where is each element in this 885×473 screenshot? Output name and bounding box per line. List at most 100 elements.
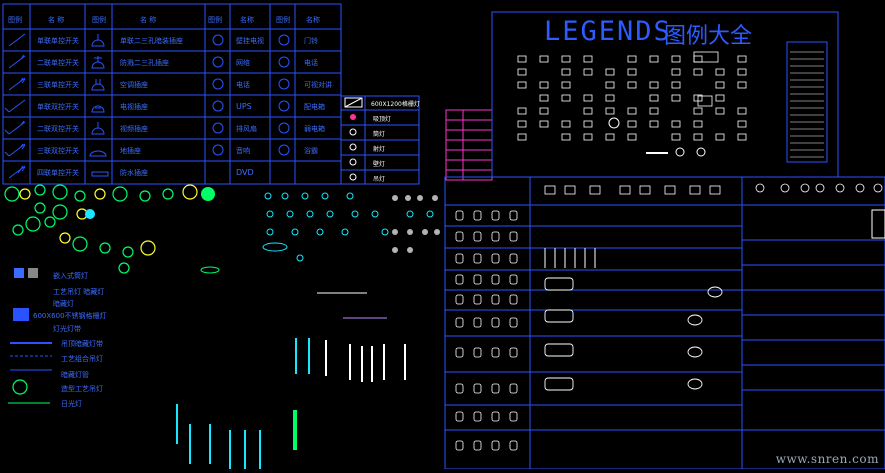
col-header-4: 名 称 — [140, 16, 157, 24]
sanitary-item-36 — [455, 440, 464, 451]
switch-symbols — [4, 33, 26, 179]
sanitary-item-20 — [455, 317, 464, 328]
socket-symbols — [89, 34, 109, 177]
row-4-name-c: UPS — [236, 102, 252, 111]
legend-symbol-6 — [539, 55, 549, 63]
col-header-5: 图例 — [208, 16, 222, 24]
row-6-name-a: 三联双控开关 — [37, 147, 79, 155]
legend-symbol-40 — [671, 68, 681, 76]
fixture-cyan-25 — [301, 192, 309, 200]
fixture-green-8 — [162, 188, 174, 200]
sanitary-item-21 — [473, 317, 482, 328]
sanitary-icons — [455, 183, 885, 451]
cabinet-outline — [871, 209, 885, 239]
fixture-white-43 — [405, 195, 411, 201]
fixture-cyan-27 — [346, 192, 354, 200]
fixture-green-17 — [59, 232, 71, 244]
legend-symbol-3 — [517, 107, 527, 115]
legend-light-symbol-2 — [696, 147, 706, 157]
legend-symbol-61 — [737, 133, 747, 141]
sanitary-item-24 — [455, 347, 464, 358]
legend-symbol-1 — [517, 68, 527, 76]
sanitary-item-30 — [491, 383, 500, 394]
row-7-name-b: 防水插座 — [120, 169, 148, 177]
legend-symbol-52 — [715, 81, 725, 89]
fixture-square-grey — [28, 268, 38, 278]
legend-symbol-18 — [583, 68, 593, 76]
light-legend-8: 暗藏灯管 — [61, 371, 89, 379]
fixture-cyan-28 — [266, 210, 274, 218]
sanitary-item-33 — [473, 411, 482, 422]
sanitary-top-1 — [564, 185, 576, 195]
legend-symbol-26 — [605, 107, 615, 115]
mini-legend-row-2: 筒灯 — [373, 131, 386, 138]
legend-fan-symbol — [608, 117, 620, 129]
row-2-name-d: 电话 — [304, 59, 318, 67]
row-5-name-a: 二联双控开关 — [37, 125, 79, 133]
sanitary-item-14 — [491, 274, 500, 285]
col-header-7: 图例 — [276, 16, 290, 24]
light-legend-7: 工艺组合吊灯 — [61, 355, 103, 363]
fixture-white-45 — [432, 195, 438, 201]
legend-symbol-27 — [605, 133, 615, 141]
grille-light-symbol — [13, 308, 29, 321]
light-legend-5: 灯光灯带 — [53, 325, 81, 333]
sanitary-item-27 — [509, 347, 518, 358]
sanitary-item-26 — [491, 347, 500, 358]
row-4-name-d: 配电箱 — [304, 103, 325, 111]
fixture-ufo-cyan — [262, 242, 288, 252]
fixture-cyan-39 — [406, 210, 414, 218]
fixture-top-5 — [855, 183, 865, 193]
fixture-white-51 — [407, 247, 413, 253]
pink-small-table — [445, 109, 493, 181]
row-7-name-a: 四联单控开关 — [37, 169, 79, 177]
legend-symbol-38 — [649, 120, 659, 128]
fixture-top-3 — [815, 183, 825, 193]
fixture-green-18 — [72, 236, 88, 252]
fixture-green-9 — [182, 184, 198, 200]
sanitary-top-5 — [664, 185, 676, 195]
fixture-green-14 — [12, 224, 24, 236]
legend-symbol-7 — [539, 81, 549, 89]
legend-symbol-42 — [671, 94, 681, 102]
basin-0 — [687, 314, 703, 326]
col-header-6: 名称 — [240, 16, 254, 24]
fixture-white-47 — [407, 229, 413, 235]
row-3-name-c: 电话 — [236, 81, 250, 89]
fixture-green-19 — [99, 242, 111, 254]
sanitary-item-39 — [509, 440, 518, 451]
fixture-white-44 — [417, 195, 423, 201]
light-legend-2: 工艺吊灯 暗藏灯 — [53, 288, 105, 296]
fixture-cyan-38 — [381, 228, 389, 236]
fixture-top-0 — [755, 183, 765, 193]
legend-symbol-59 — [737, 107, 747, 115]
legend-symbol-51 — [715, 68, 725, 76]
legend-symbol-60 — [737, 120, 747, 128]
fixture-white-46 — [392, 229, 398, 235]
bathtub-3 — [544, 377, 574, 391]
legend-symbol-10 — [539, 120, 549, 128]
sanitary-item-11 — [509, 253, 518, 264]
col-header-8: 名称 — [306, 16, 320, 24]
sanitary-item-5 — [473, 231, 482, 242]
mini-legend-row-4: 壁灯 — [373, 161, 386, 168]
watermark: www.snren.com — [775, 452, 879, 466]
legend-symbol-24 — [605, 81, 615, 89]
legend-symbol-56 — [737, 55, 747, 63]
sanitary-item-6 — [491, 231, 500, 242]
legends-title: LEGENDS — [544, 16, 672, 47]
fixture-cyan-34 — [291, 228, 299, 236]
mini-legend-row-3: 射灯 — [373, 146, 386, 153]
legend-symbol-11 — [561, 55, 571, 63]
fixture-green-16 — [44, 216, 56, 228]
legend-symbol-19 — [583, 94, 593, 102]
sanitary-item-8 — [455, 253, 464, 264]
fixture-green-22 — [118, 262, 130, 274]
fixture-cyan-35 — [316, 228, 324, 236]
legend-symbol-37 — [649, 107, 659, 115]
sanitary-top-7 — [709, 185, 721, 195]
fixture-green-20 — [122, 246, 134, 258]
sanitary-item-2 — [491, 210, 500, 221]
